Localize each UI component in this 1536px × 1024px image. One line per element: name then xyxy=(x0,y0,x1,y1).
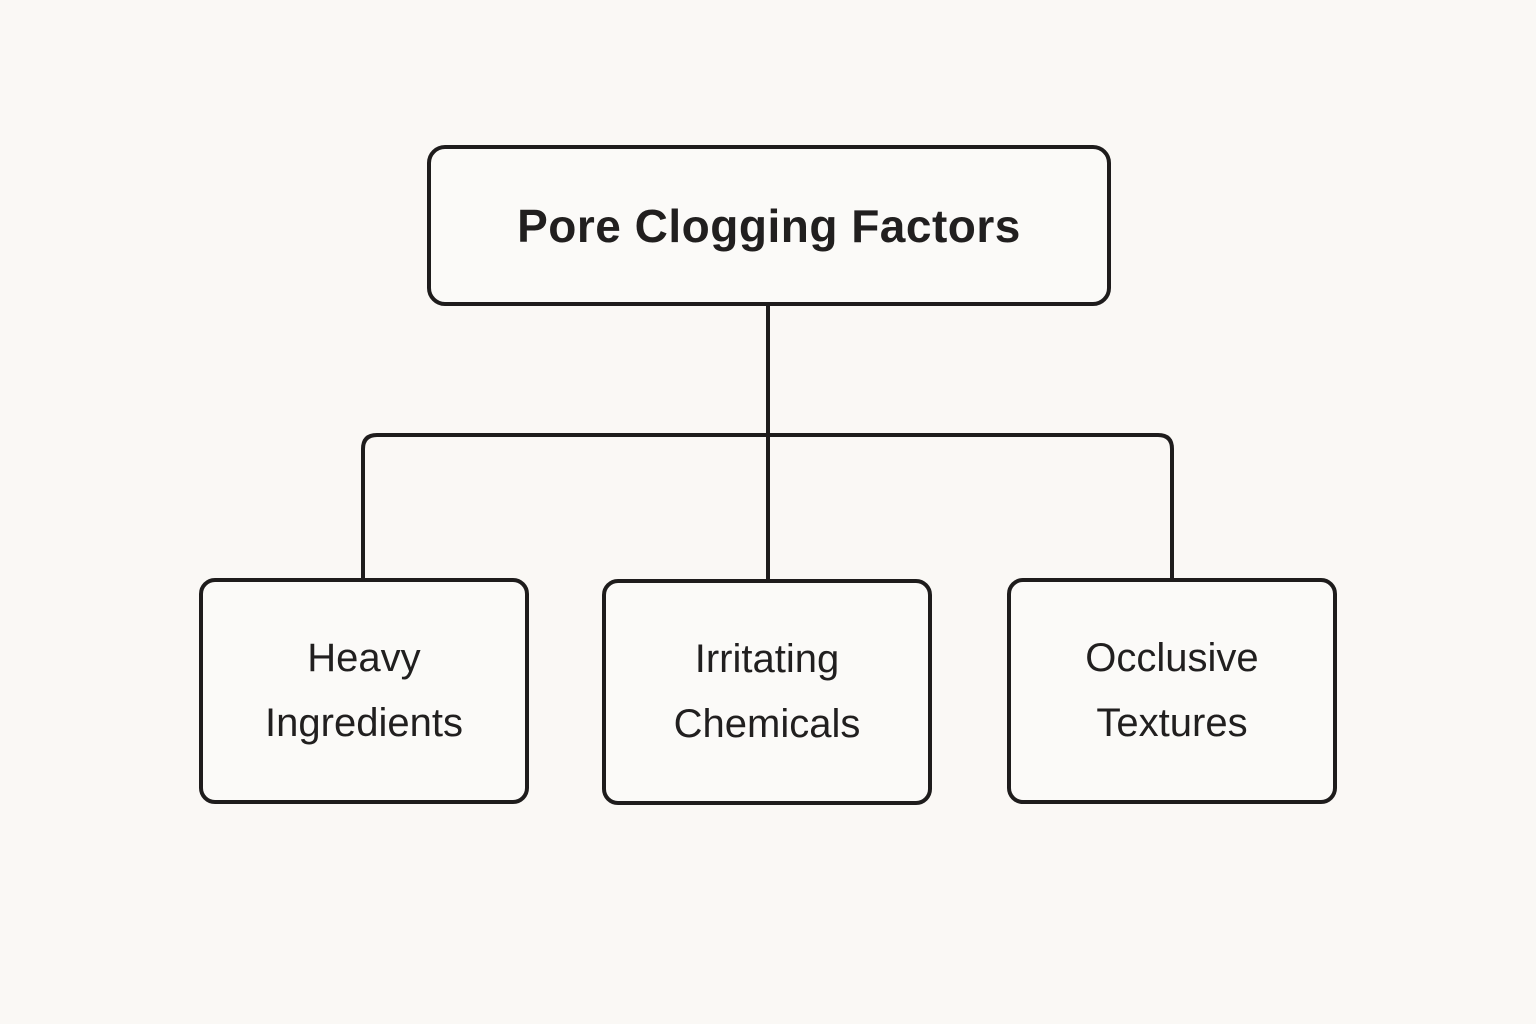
node-label: Pore Clogging Factors xyxy=(517,199,1021,252)
node-label: Occlusive Textures xyxy=(1085,636,1259,745)
node-occlusive-textures: Occlusive Textures xyxy=(1007,578,1337,804)
edge-rail-left-right xyxy=(361,433,1174,579)
node-pore-clogging-factors: Pore Clogging Factors xyxy=(427,145,1111,306)
node-irritating-chemicals: Irritating Chemicals xyxy=(602,579,932,805)
node-label: Irritating Chemicals xyxy=(673,637,861,746)
node-heavy-ingredients: Heavy Ingredients xyxy=(199,578,529,804)
node-label: Heavy Ingredients xyxy=(265,636,463,745)
